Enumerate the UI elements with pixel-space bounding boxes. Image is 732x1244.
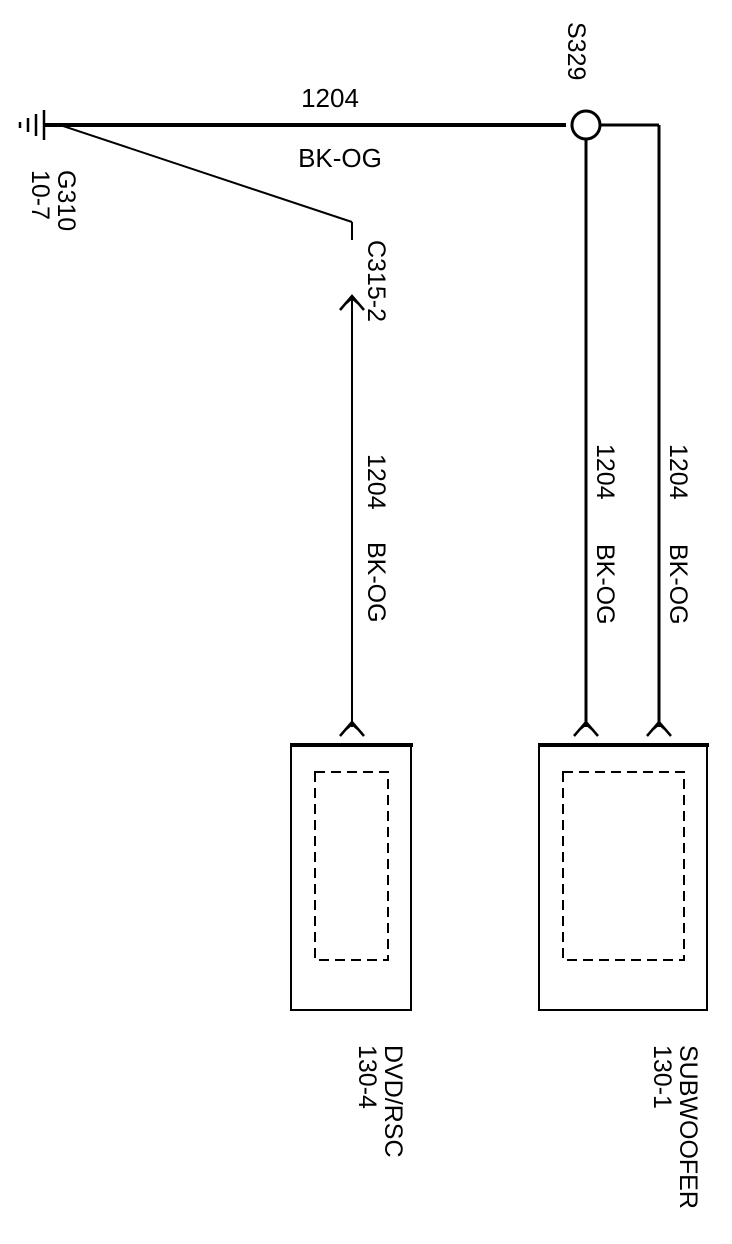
dvd-wire-color: BK-OG: [362, 542, 390, 623]
component-dvd: [290, 743, 413, 1011]
main-wire-color: BK-OG: [298, 143, 382, 173]
sub-a-pin-icon: [573, 720, 599, 737]
dvd-wire-circuit: 1204: [362, 454, 390, 510]
sub-b-wire-circuit: 1204: [664, 444, 692, 500]
subwoofer-component-ref: 130-1: [648, 1045, 676, 1109]
subwoofer-component-name: SUBWOOFER: [674, 1045, 702, 1209]
wire-diagonal: [59, 124, 353, 223]
sub-a-wire-circuit: 1204: [591, 444, 619, 500]
ground-id: G310: [52, 170, 80, 231]
dvd-component-ref: 130-4: [353, 1045, 381, 1109]
sub-b-wire-color: BK-OG: [664, 544, 692, 625]
component-subwoofer: [538, 743, 709, 1011]
splice-s329: [570, 109, 602, 141]
ground-ref: 10-7: [26, 170, 54, 220]
dvd-pin-icon: [339, 720, 365, 737]
sub-a-wire-color: BK-OG: [591, 544, 619, 625]
main-wire-circuit: 1204: [301, 83, 359, 113]
dvd-component-name: DVD/RSC: [379, 1045, 407, 1158]
splice-label: S329: [562, 22, 590, 80]
connector-c315-label: C315-2: [362, 240, 390, 322]
sub-b-pin-icon: [646, 720, 672, 737]
ground-symbol: [18, 110, 46, 140]
